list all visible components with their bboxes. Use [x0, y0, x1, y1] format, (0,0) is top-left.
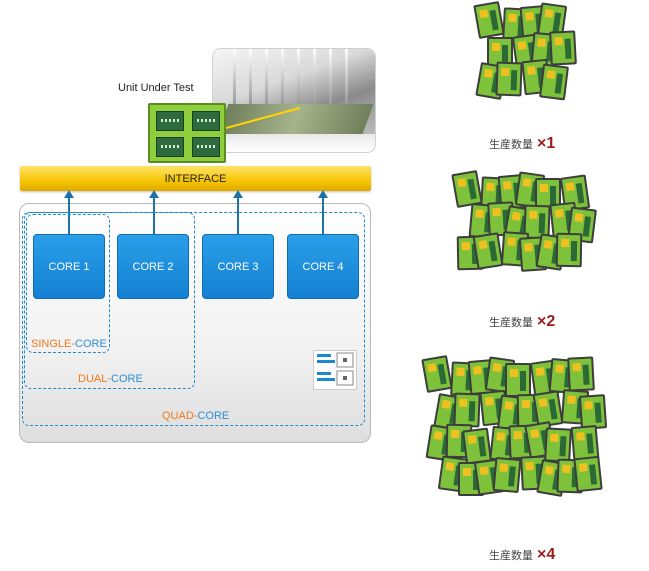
core3-arrow	[237, 196, 239, 234]
board-pile-x4	[421, 355, 628, 525]
quad-core-label: QUAD-CORE	[162, 410, 230, 422]
single-core-label: SINGLE-CORE	[31, 338, 107, 350]
core2-arrow	[153, 196, 155, 234]
board-pile-x2	[451, 170, 608, 300]
core2-arrow-head	[149, 190, 159, 198]
interface-bar: INTERFACE	[20, 166, 371, 191]
circuit-board	[492, 456, 522, 494]
single-core-group	[26, 214, 110, 353]
core1-arrow-head	[64, 190, 74, 198]
circuit-board	[567, 356, 595, 392]
dual-core-label: DUAL-CORE	[78, 373, 143, 385]
unit-under-test-board	[148, 103, 226, 163]
circuit-board	[539, 63, 569, 101]
production-qty-2: 生産数量×2	[489, 313, 556, 330]
board-pile-x1	[473, 1, 590, 121]
circuit-board	[549, 30, 577, 66]
core1-arrow	[68, 196, 70, 234]
core-2: CORE 2	[117, 234, 189, 299]
circuit-board	[555, 232, 583, 268]
circuit-board	[544, 427, 572, 463]
circuit-board	[421, 355, 453, 393]
circuit-board	[573, 455, 603, 493]
core4-arrow-head	[318, 190, 328, 198]
core-1: CORE 1	[33, 234, 105, 299]
unit-under-test-label: Unit Under Test	[118, 82, 194, 94]
core-3: CORE 3	[202, 234, 274, 299]
circuit-board	[453, 392, 481, 428]
quad-core-group	[22, 212, 365, 426]
test-fixture-photo	[213, 49, 375, 152]
circuit-board	[451, 170, 483, 208]
circuit-board	[505, 363, 531, 397]
production-qty-1: 生産数量×1	[489, 135, 556, 152]
core3-arrow-head	[233, 190, 243, 198]
production-qty-4: 生産数量×4	[489, 546, 556, 563]
core-4: CORE 4	[287, 234, 359, 299]
circuit-board	[473, 1, 505, 39]
circuit-board	[495, 61, 523, 97]
core4-arrow	[322, 196, 324, 234]
circuit-board	[472, 232, 504, 270]
module-icon	[313, 350, 357, 390]
